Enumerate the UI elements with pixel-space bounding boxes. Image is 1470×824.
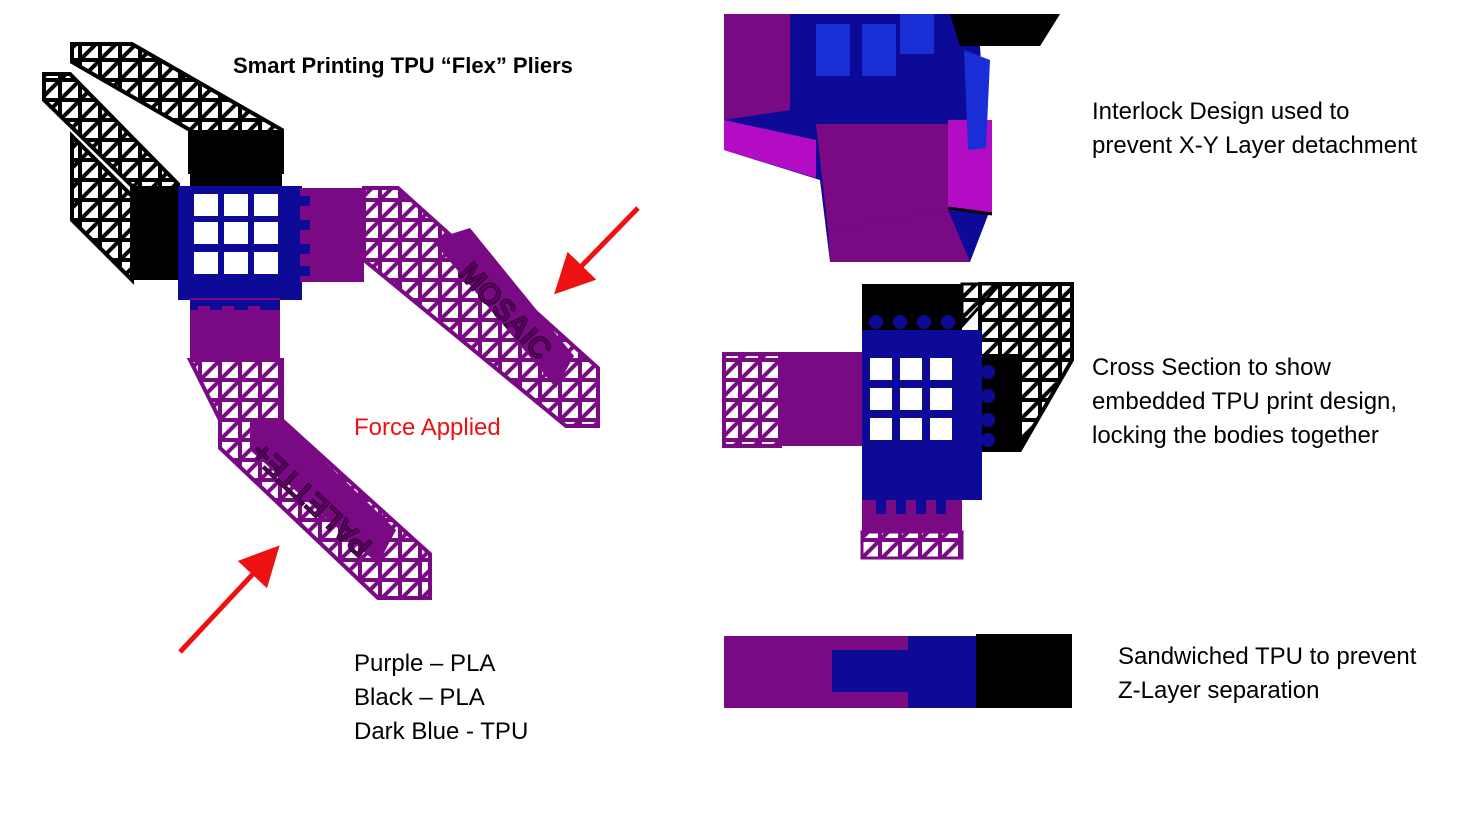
interlock-detail-image bbox=[724, 14, 1062, 262]
legend-blue: Dark Blue - TPU bbox=[354, 718, 529, 745]
legend-black: Black – PLA bbox=[354, 684, 485, 711]
cross-section-caption: Cross Section to show embedded TPU print… bbox=[1092, 351, 1397, 453]
pliers-illustration: MOSAIC PALETTE+ bbox=[42, 42, 640, 654]
cross-caption-line-2: embedded TPU print design, bbox=[1092, 388, 1398, 415]
cross-caption-line-1: Cross Section to show bbox=[1092, 354, 1331, 381]
sandwich-caption-line-2: Z-Layer separation bbox=[1118, 677, 1320, 704]
force-applied-label: Force Applied bbox=[354, 414, 501, 441]
sandwich-image bbox=[724, 634, 1072, 708]
sandwich-caption-line-1: Sandwiched TPU to prevent bbox=[1118, 643, 1417, 670]
legend-purple: Purple – PLA bbox=[354, 650, 496, 677]
core-window-grid bbox=[194, 194, 278, 274]
interlock-caption-line-1: Interlock Design used to bbox=[1092, 98, 1350, 125]
force-arrow-upper bbox=[554, 206, 640, 295]
interlock-caption: Interlock Design used to prevent X-Y Lay… bbox=[1092, 95, 1417, 163]
sandwich-caption: Sandwiched TPU to prevent Z-Layer separa… bbox=[1118, 640, 1416, 708]
purple-arm-lower: PALETTE+ bbox=[186, 298, 432, 600]
purple-arm-upper: MOSAIC bbox=[300, 186, 600, 428]
black-block-left bbox=[134, 186, 178, 280]
material-legend: Purple – PLA Black – PLA Dark Blue - TPU bbox=[354, 647, 528, 749]
diagram-title: Smart Printing TPU “Flex” Pliers bbox=[233, 53, 573, 78]
cross-caption-line-3: locking the bodies together bbox=[1092, 422, 1379, 449]
black-block-top bbox=[190, 130, 282, 186]
cross-section-image bbox=[722, 282, 1074, 560]
interlock-caption-line-2: prevent X-Y Layer detachment bbox=[1092, 132, 1418, 159]
force-arrow-lower bbox=[178, 545, 280, 654]
